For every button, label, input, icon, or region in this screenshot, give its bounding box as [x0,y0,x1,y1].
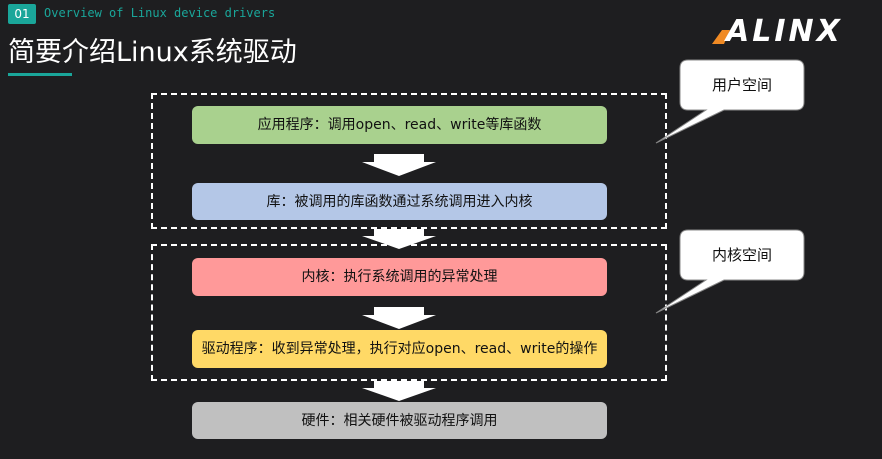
arrow-down-icon [362,381,436,401]
section-subtitle: Overview of Linux device drivers [44,6,276,20]
library-box-label: 库：被调用的库函数通过系统调用进入内核 [266,193,533,210]
logo-text: ALINX [724,14,843,48]
arrow-down-icon [362,154,436,176]
section-badge: 01 [8,4,36,24]
kernel-space-label: 内核空间 [711,246,772,264]
hardware-box-label: 硬件：相关硬件被驱动程序调用 [301,412,498,429]
user-space-region [151,93,667,229]
application-box: 应用程序：调用open、read、write等库函数 [192,106,607,144]
arrow-down-icon [362,307,436,329]
title-underline [8,73,72,76]
alinx-logo: ALINX [712,14,843,48]
kernel-box-label: 内核：执行系统调用的异常处理 [301,269,498,285]
driver-box-label: 驱动程序：收到异常处理，执行对应open、read、write的操作 [201,341,598,357]
hardware-box: 硬件：相关硬件被驱动程序调用 [192,402,607,439]
user-space-callout [655,59,805,144]
library-box: 库：被调用的库函数通过系统调用进入内核 [192,183,607,220]
logo-accent-shape [712,30,730,44]
arrow-down-icon [362,229,436,249]
user-space-label: 用户空间 [711,76,772,94]
kernel-space-callout [655,229,805,314]
page-title: 简要介绍Linux系统驱动 [8,37,297,68]
driver-box: 驱动程序：收到异常处理，执行对应open、read、write的操作 [192,330,607,368]
application-box-label: 应用程序：调用open、read、write等库函数 [257,117,542,133]
kernel-box: 内核：执行系统调用的异常处理 [192,258,607,296]
